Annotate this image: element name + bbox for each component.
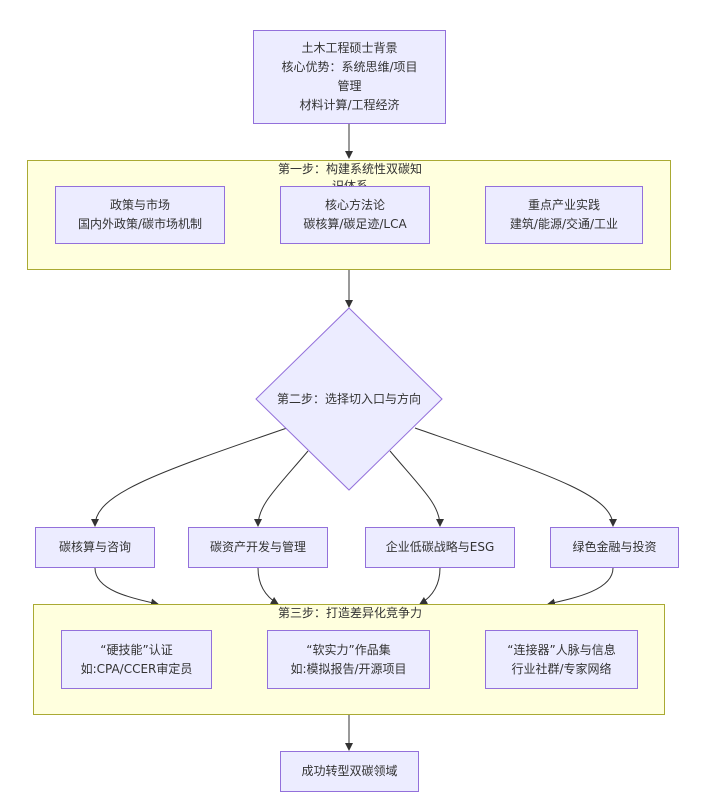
background-line-2: 核心优势：系统思维/项目 (281, 60, 418, 74)
success-node: 成功转型双碳领域 (280, 751, 419, 792)
industry-line-1: 重点产业实践 (527, 198, 600, 212)
hard-skills-node: “硬技能”认证 如:CPA/CCER审定员 (61, 630, 212, 689)
direction-3-label: 企业低碳战略与ESG (385, 540, 495, 554)
direction-4-label: 绿色金融与投资 (572, 540, 657, 554)
direction-green-finance: 绿色金融与投资 (550, 527, 679, 568)
hard-line-2: 如:CPA/CCER审定员 (80, 661, 193, 676)
direction-2-label: 碳资产开发与管理 (209, 540, 306, 554)
step1-title-line-1: 第一步：构建系统性双碳知 (277, 162, 422, 176)
method-line-2: 碳核算/碳足迹/LCA (303, 217, 407, 231)
edge-direction-3-to-step3 (419, 567, 441, 605)
edge-step2-to-direction-1 (91, 427, 288, 527)
soft-skills-node: “软实力”作品集 如:模拟报告/开源项目 (267, 630, 430, 689)
step3-title: 第三步：打造差异化竞争力 (277, 606, 422, 620)
hard-line-1: “硬技能”认证 (100, 642, 173, 657)
step2-label: 第二步：选择切入口与方向 (276, 392, 421, 406)
industry-line-2: 建筑/能源/交通/工业 (509, 217, 619, 231)
policy-node: 政策与市场 国内外政策/碳市场机制 (55, 186, 225, 244)
network-node: “连接器”人脉与信息 行业社群/专家网络 (485, 630, 638, 689)
direction-carbon-asset: 碳资产开发与管理 (188, 527, 328, 568)
industry-node: 重点产业实践 建筑/能源/交通/工业 (485, 186, 643, 244)
direction-esg-strategy: 企业低碳战略与ESG (365, 527, 515, 568)
soft-line-2: 如:模拟报告/开源项目 (290, 661, 407, 676)
edge-step2-to-direction-4 (414, 427, 617, 527)
method-node: 核心方法论 碳核算/碳足迹/LCA (280, 186, 430, 244)
edge-direction-2-to-step3 (257, 567, 279, 605)
edge-direction-1-to-step3 (94, 567, 159, 607)
edge-step2-to-direction-2 (254, 450, 309, 527)
network-line-2: 行业社群/专家网络 (511, 661, 612, 676)
policy-line-2: 国内外政策/碳市场机制 (77, 217, 203, 231)
success-label: 成功转型双碳领域 (301, 764, 398, 778)
edge-step2-to-direction-3 (389, 450, 444, 527)
network-line-1: “连接器”人脉与信息 (507, 642, 616, 657)
step1-title: 第一步：构建系统性双碳知 识体系 (260, 161, 440, 186)
policy-line-1: 政策与市场 (109, 198, 170, 212)
background-line-1: 土木工程硕士背景 (301, 41, 398, 55)
background-node: 土木工程硕士背景 核心优势：系统思维/项目 管理 材料计算/工程经济 (253, 30, 446, 124)
step1-title-line-2: 识体系 (331, 179, 368, 186)
soft-line-1: “软实力”作品集 (306, 642, 391, 657)
direction-1-label: 碳核算与咨询 (58, 540, 131, 554)
background-line-3: 管理 (337, 79, 362, 93)
method-line-1: 核心方法论 (324, 198, 385, 212)
background-line-4: 材料计算/工程经济 (299, 98, 400, 112)
edge-direction-4-to-step3 (547, 567, 614, 607)
direction-carbon-accounting: 碳核算与咨询 (35, 527, 155, 568)
